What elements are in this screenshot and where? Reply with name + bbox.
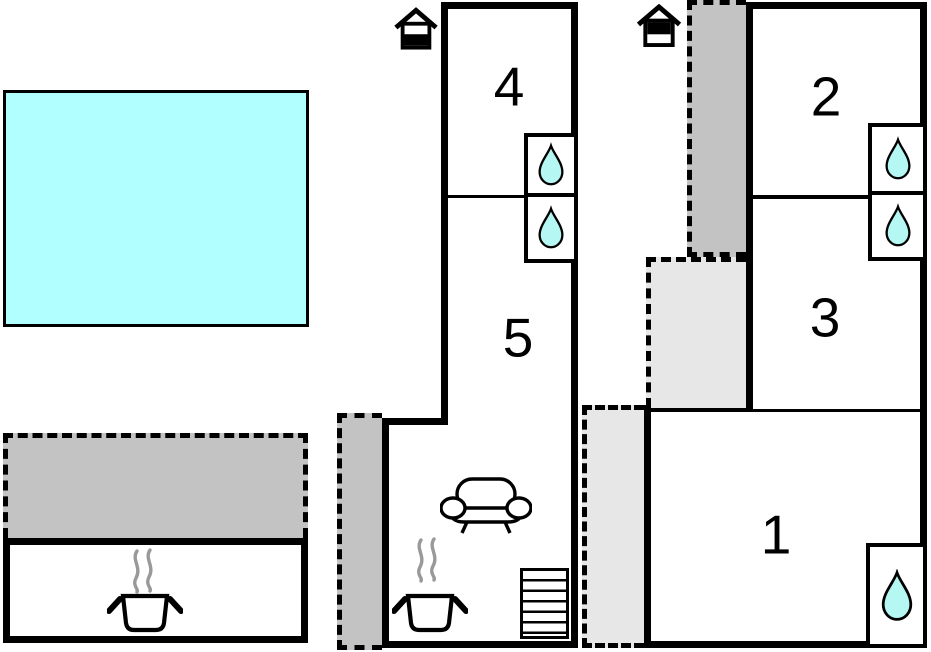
bathroom-cell — [528, 137, 574, 193]
bathroom-box-room1 — [866, 543, 927, 648]
bathroom-box-right — [868, 123, 927, 261]
wall-middle-step — [382, 418, 448, 425]
bathroom-cell — [872, 127, 923, 191]
wall-middle-left-lower — [382, 418, 389, 648]
room-label-5: 5 — [502, 306, 534, 369]
wall-right-right — [920, 2, 927, 648]
wall-room4-divider — [446, 195, 526, 198]
steam-icon — [417, 537, 437, 583]
wall-room2-divider — [751, 195, 872, 199]
wall-middle-right — [571, 2, 578, 648]
terrace-middle-strip — [337, 413, 382, 650]
wall-right-top — [746, 2, 927, 9]
water-drop-icon — [884, 203, 911, 247]
sofa-icon — [440, 477, 532, 534]
entrance-icon — [394, 7, 438, 50]
room-label-2: 2 — [810, 65, 842, 128]
wall-room1-left — [644, 405, 651, 648]
water-drop-icon — [881, 568, 912, 621]
cooking-pot-icon — [107, 593, 183, 633]
wall-middle-top — [441, 2, 578, 9]
entrance-icon — [636, 4, 682, 47]
terrace-right-upper — [687, 0, 746, 257]
room-label-4: 4 — [493, 55, 525, 118]
wall-room1-top — [644, 405, 753, 412]
swimming-pool — [3, 90, 309, 327]
bathroom-cell — [528, 193, 574, 259]
terrace-right-middle — [646, 257, 746, 408]
wall-right-bottom — [644, 641, 927, 648]
water-drop-icon — [538, 205, 564, 249]
water-drop-icon — [538, 142, 564, 186]
wall-middle-bottom — [382, 641, 578, 648]
terrace-room1-strip — [582, 405, 644, 648]
bathroom-cell — [872, 191, 923, 257]
bbq-terrace — [3, 433, 308, 538]
room-label-3: 3 — [809, 286, 841, 349]
cooking-pot-icon — [392, 593, 468, 633]
wall-right-left-upper — [746, 2, 753, 412]
water-drop-icon — [884, 136, 911, 180]
bathroom-box-middle — [524, 133, 578, 263]
wall-middle-left-upper — [441, 2, 448, 425]
staircase-icon — [520, 568, 569, 639]
wall-room3-bottom — [751, 409, 922, 412]
steam-icon — [133, 548, 153, 594]
room-label-1: 1 — [760, 503, 792, 566]
